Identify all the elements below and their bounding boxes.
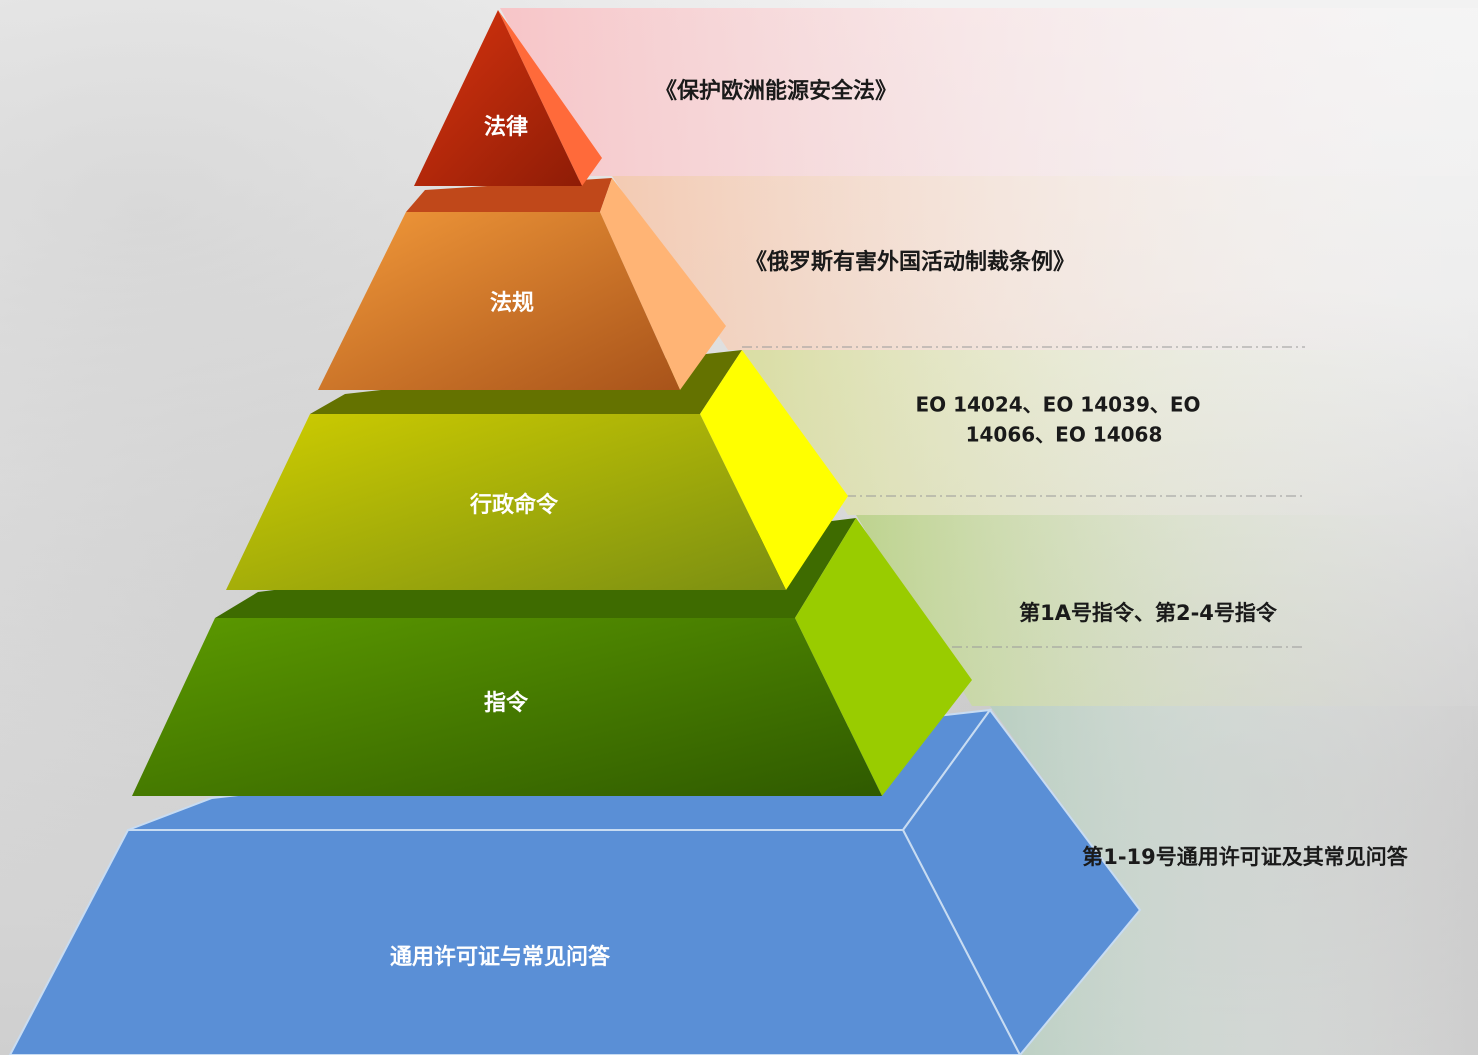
band-law [500, 8, 1478, 176]
tier-description-license: 第1-19号通用许可证及其常见问答 [1082, 845, 1409, 869]
tier-label-executive-order: 行政命令 [469, 492, 559, 518]
tier-description-executive-order-line-2: 14066、EO 14068 [966, 423, 1163, 447]
tier-regulation [318, 178, 726, 390]
band-license [990, 706, 1478, 1055]
band-directive [856, 515, 1478, 706]
tier-law [414, 10, 602, 186]
tier-description-regulation: 《俄罗斯有害外国活动制裁条例》 [745, 249, 1075, 275]
tier-description-directive: 第1A号指令、第2-4号指令 [1019, 601, 1278, 625]
tier-label-directive: 指令 [484, 690, 529, 716]
band-executive-order [742, 350, 1478, 515]
tier-label-regulation: 法规 [490, 291, 534, 316]
band-regulation [612, 176, 1478, 350]
tier-label-license: 通用许可证与常见问答 [390, 944, 611, 970]
tier-label-law: 法律 [484, 114, 528, 140]
tier-description-executive-order-line-1: EO 14024、EO 14039、EO [915, 393, 1200, 417]
tier-description-law: 《保护欧洲能源安全法》 [655, 78, 897, 104]
